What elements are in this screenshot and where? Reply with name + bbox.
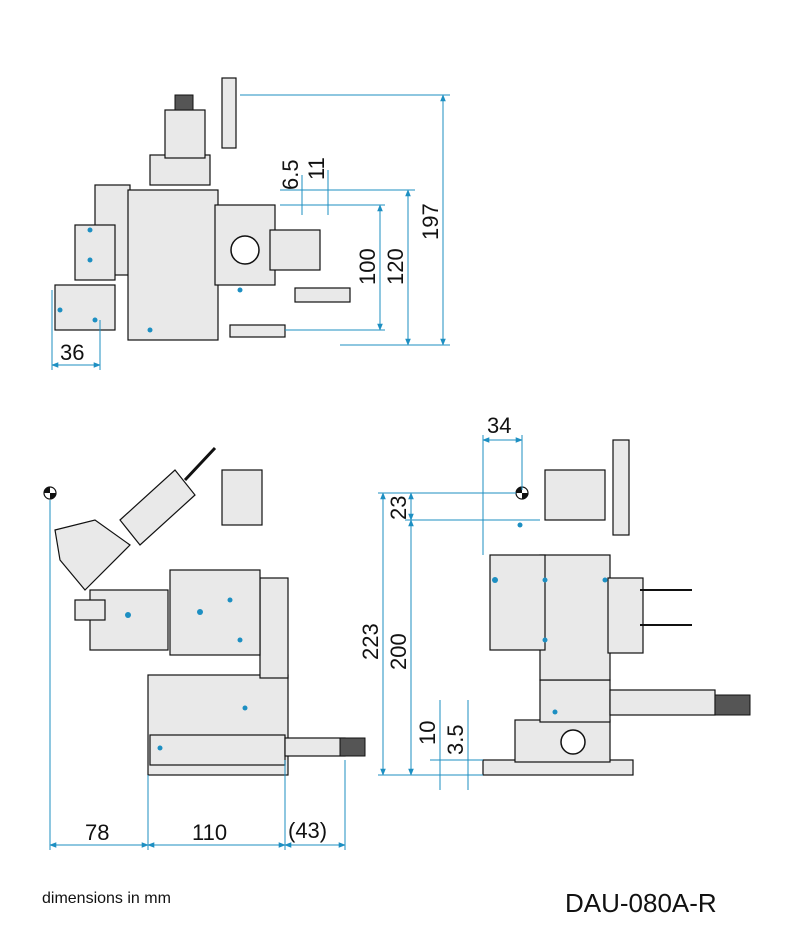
units-caption: dimensions in mm (42, 890, 171, 907)
front-arm-end (74, 599, 106, 621)
side-view: 223 23 200 10 3.5 34 (358, 413, 751, 790)
top-view: 6.5 11 100 120 197 36 (51, 77, 450, 370)
dim-110: 110 (192, 820, 227, 845)
top-cable-guide (229, 324, 286, 338)
dim-6-5: 6.5 (278, 159, 303, 190)
front-angled-block (119, 469, 196, 546)
top-micrometer (221, 77, 237, 149)
dim-223: 223 (358, 623, 383, 660)
side-motor (544, 469, 606, 521)
side-plug (714, 694, 751, 716)
dim-200: 200 (386, 633, 411, 670)
front-plug (339, 737, 366, 757)
dim-120: 120 (383, 248, 408, 285)
front-motor (221, 469, 263, 526)
dim-3-5: 3.5 (443, 724, 468, 755)
top-main-body (127, 189, 219, 341)
front-head (54, 519, 131, 591)
side-connector (609, 689, 716, 716)
top-motor-block (164, 109, 206, 159)
side-left-block (489, 554, 546, 651)
side-micrometer (612, 439, 630, 536)
top-knob (174, 94, 194, 111)
side-column (539, 554, 611, 681)
side-right-block (607, 577, 644, 654)
dim-10: 10 (415, 721, 440, 745)
front-view: 78 110 (43) (43, 446, 366, 850)
top-base-block (54, 284, 116, 331)
dim-23: 23 (386, 496, 411, 520)
top-side-block (74, 224, 116, 281)
front-lower-stage (149, 734, 286, 766)
front-column (259, 577, 289, 679)
front-connector (284, 737, 346, 757)
dim-36: 36 (60, 340, 84, 365)
dim-100: 100 (355, 248, 380, 285)
dim-34: 34 (487, 413, 511, 438)
dim-11: 11 (304, 157, 329, 180)
dim-197: 197 (418, 203, 443, 240)
top-handle-block (149, 154, 211, 186)
side-stage (539, 679, 611, 723)
top-connector (294, 287, 351, 303)
front-z-stage (169, 569, 261, 656)
model-name: DAU-080A-R (565, 888, 717, 918)
dim-43: (43) (288, 818, 327, 843)
top-motor-housing (269, 229, 321, 271)
top-stage-hole (230, 235, 260, 265)
dim-78: 78 (85, 820, 109, 845)
